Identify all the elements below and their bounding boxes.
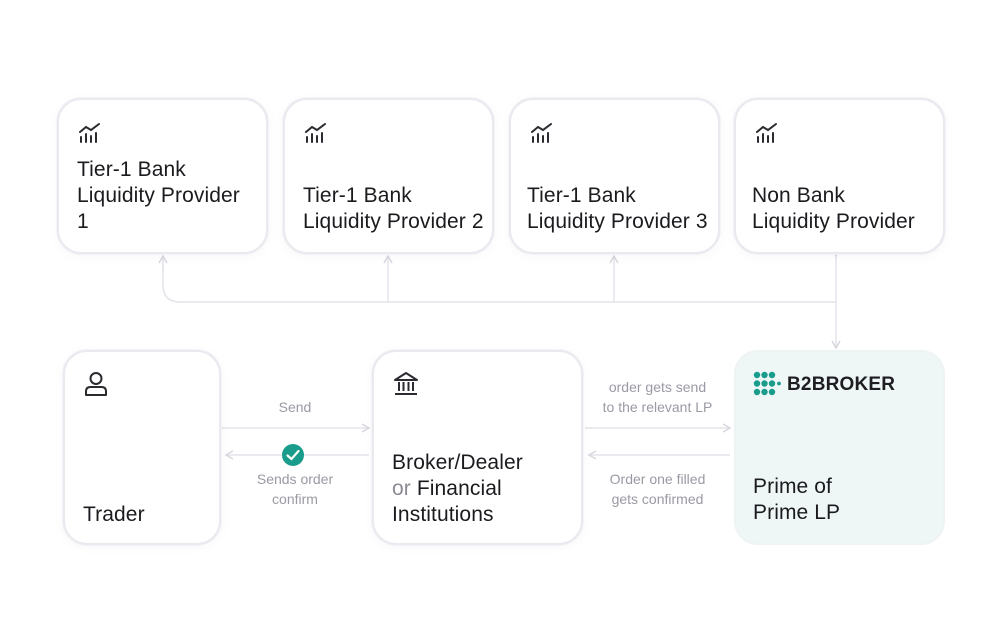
chart-icon: [531, 123, 552, 143]
broker-card: Broker/Dealer or Financial Institutions: [372, 350, 583, 545]
bank-icon: [394, 372, 418, 395]
bus-line: [162, 256, 836, 303]
provider-card-tier1-2: Tier-1 Bank Liquidity Provider 2: [283, 98, 494, 254]
check-icon: [282, 444, 304, 466]
label-line: Order one filled: [609, 471, 706, 487]
user-icon: [85, 372, 107, 396]
prime-title-line: Prime LP: [753, 501, 841, 524]
broker-title-line: Broker/Dealer: [392, 451, 523, 474]
provider-card-tier1-3: Tier-1 Bank Liquidity Provider 3: [509, 98, 720, 254]
broker-or-word: or: [392, 477, 411, 500]
provider-title-line: Tier-1 Bank: [77, 158, 186, 181]
label-line: order gets send: [608, 379, 707, 395]
brand-name: B2BROKER: [787, 374, 896, 395]
label-sends-order-confirm: Sends order confirm: [222, 469, 368, 509]
chart-icon: [79, 123, 100, 143]
label-line: to the relevant LP: [602, 399, 713, 415]
provider-title-line: Non Bank: [752, 184, 846, 207]
b2broker-logo-icon: [753, 371, 781, 396]
provider-title-line: Tier-1 Bank: [303, 184, 412, 207]
prime-card: B2BROKER Prime of Prime LP: [734, 350, 945, 545]
broker-title-line: Institutions: [392, 503, 494, 526]
label-send: Send: [278, 399, 312, 415]
prime-title-line: Prime of: [753, 475, 832, 498]
provider-card-non-bank: Non Bank Liquidity Provider: [734, 98, 945, 254]
provider-title-line: Liquidity Provider 2: [303, 210, 484, 233]
trader-title: Trader: [83, 503, 145, 526]
trader-card: Trader: [63, 350, 221, 545]
provider-title-line: Liquidity Provider 3: [527, 210, 708, 233]
label-order-gets-send: order gets send to the relevant LP: [585, 377, 730, 417]
provider-title-line: Liquidity Provider: [77, 184, 240, 207]
label-line: gets confirmed: [611, 491, 704, 507]
label-order-filled: Order one filled gets confirmed: [585, 469, 730, 509]
chart-icon: [305, 123, 326, 143]
provider-card-tier1-1: Tier-1 Bank Liquidity Provider 1: [57, 98, 268, 254]
label-line: Sends order: [256, 471, 334, 487]
provider-title-line: 1: [77, 210, 89, 233]
provider-title-line: Liquidity Provider: [752, 210, 915, 233]
label-line: confirm: [272, 491, 318, 507]
broker-title-line: Financial: [416, 477, 502, 500]
chart-icon: [756, 123, 777, 143]
provider-title-line: Tier-1 Bank: [527, 184, 636, 207]
